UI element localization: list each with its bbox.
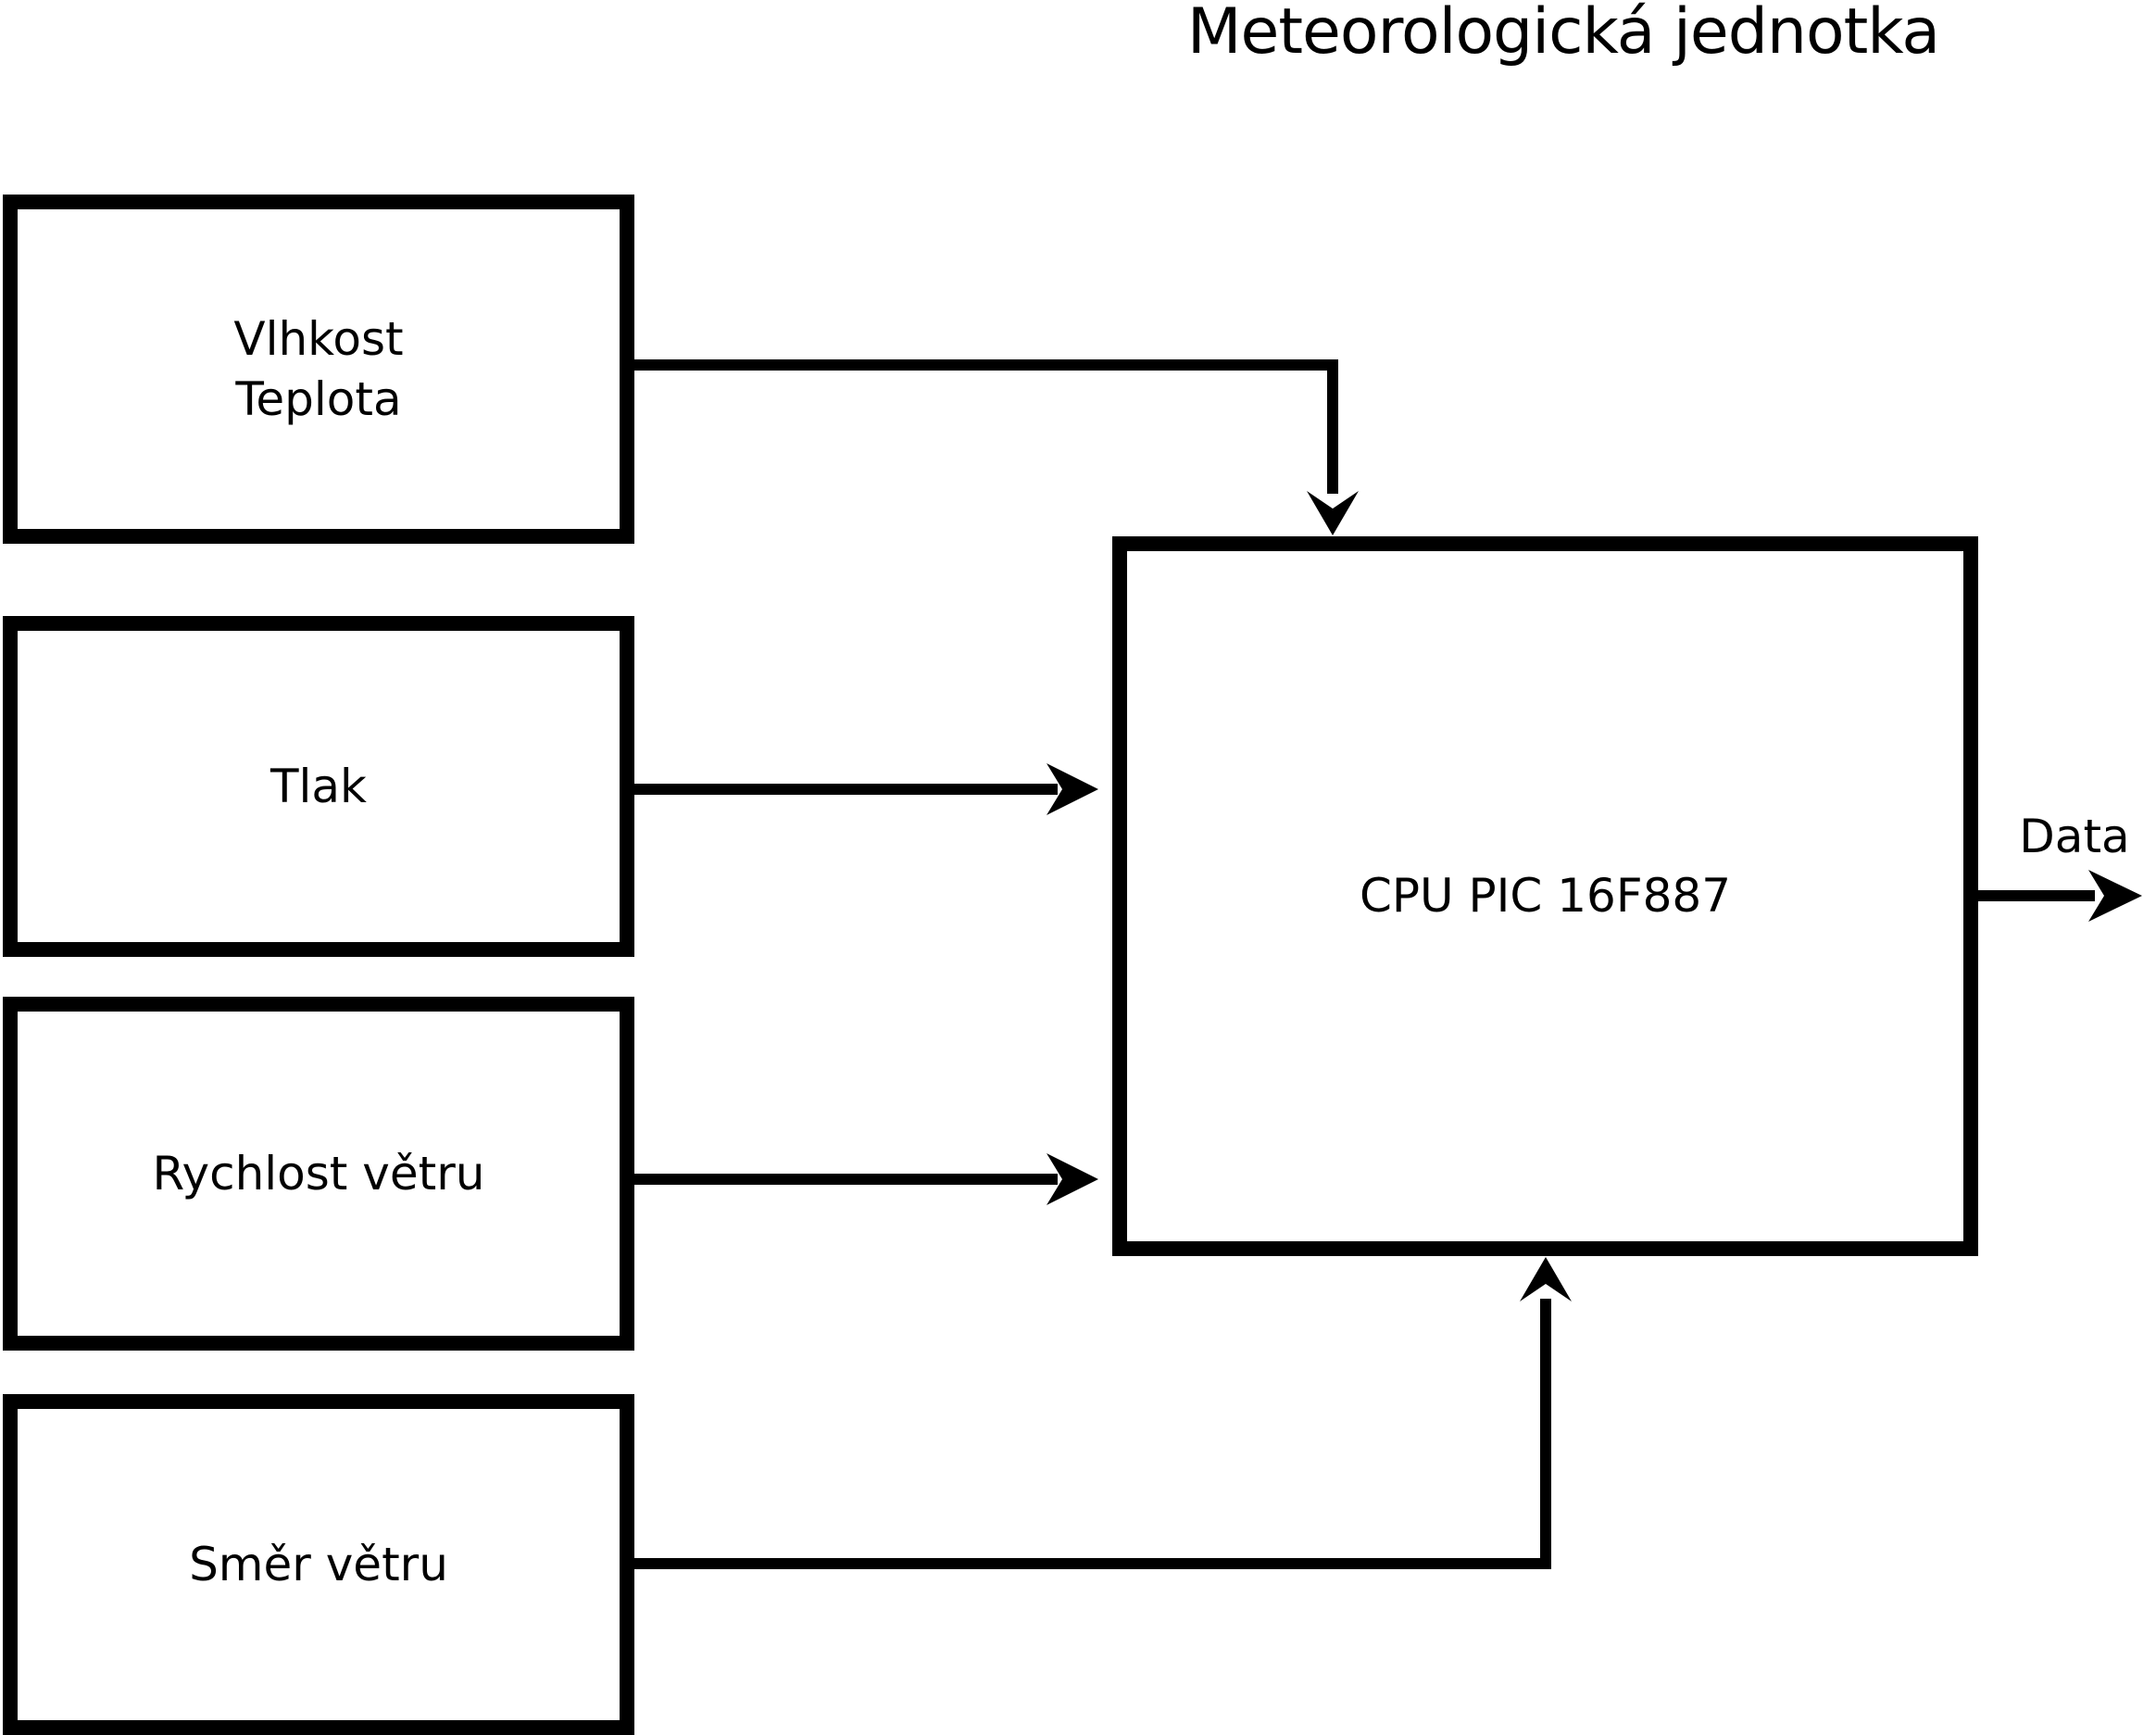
arrowhead-right-icon [1047,763,1098,815]
cpu-box: CPU PIC 16F887 [1112,536,1978,1256]
sensor-label-wind-direction: Směr větru [189,1537,448,1591]
cpu-label: CPU PIC 16F887 [1359,869,1732,923]
arrowhead-down-icon [1307,491,1359,535]
sensor-label-wind-speed: Rychlost větru [152,1146,485,1201]
sensor-box-wind-direction: Směr větru [3,1394,634,1735]
arrowhead-right-icon [1047,1153,1098,1205]
connector-humidity-wire [634,359,1338,494]
sensor-label-humidity-temperature: Vlhkost Teplota [233,311,404,426]
sensor-box-humidity-temperature: Vlhkost Teplota [3,195,634,544]
connector-pressure-to-cpu [634,763,1098,815]
connector-humidity-to-cpu [634,359,1359,535]
sensor-box-pressure: Tlak [3,616,634,957]
connector-cpu-to-data [1978,870,2142,922]
arrowhead-up-icon [1520,1257,1572,1301]
data-output-label: Data [2019,810,2130,863]
arrowhead-right-icon [2088,870,2142,922]
sensor-box-wind-speed: Rychlost větru [3,997,634,1351]
diagram-title: Meteorologická jednotka [1186,0,1940,69]
connector-wind-speed-to-cpu [634,1153,1098,1205]
connector-wind-direction-to-cpu [634,1257,1572,1569]
connector-wind-direction-wire [634,1299,1551,1569]
sensor-label-pressure: Tlak [270,759,368,813]
